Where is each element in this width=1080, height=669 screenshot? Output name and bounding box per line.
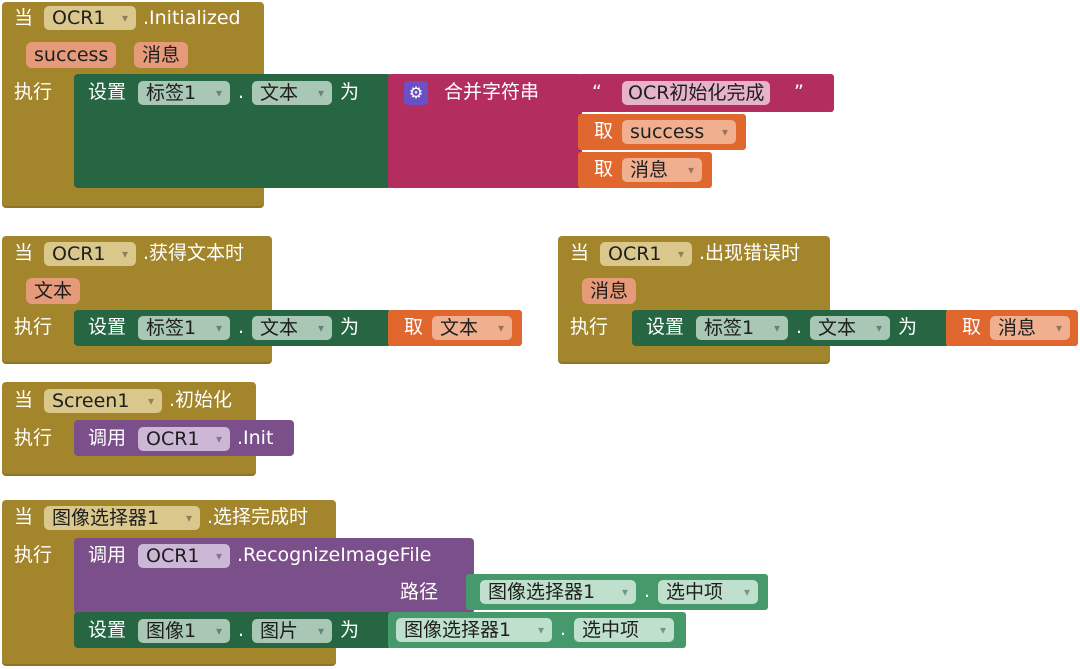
gear-icon[interactable]: ⚙ bbox=[404, 81, 428, 105]
param-success[interactable]: success bbox=[26, 42, 117, 68]
do-label: 执行 bbox=[570, 316, 609, 338]
variable-dropdown[interactable]: 消息 bbox=[990, 316, 1070, 340]
do-label: 执行 bbox=[14, 316, 53, 338]
open-quote: “ bbox=[592, 81, 602, 103]
param-text[interactable]: 文本 bbox=[26, 278, 81, 304]
property-dropdown[interactable]: 文本 bbox=[810, 316, 890, 340]
property-dropdown[interactable]: 选中项 bbox=[658, 580, 758, 604]
do-label: 执行 bbox=[14, 544, 53, 566]
to-label: 为 bbox=[340, 619, 360, 641]
param-message[interactable]: 消息 bbox=[134, 42, 189, 68]
component-dropdown[interactable]: 标签1 bbox=[138, 316, 230, 340]
do-label: 执行 bbox=[14, 81, 53, 103]
set-label: 设置 bbox=[88, 619, 127, 641]
dot-separator: . bbox=[238, 81, 245, 103]
component-dropdown[interactable]: 图像选择器1 bbox=[44, 506, 200, 530]
to-label: 为 bbox=[898, 316, 918, 338]
component-dropdown[interactable]: OCR1 bbox=[138, 544, 230, 568]
dot-separator: . bbox=[238, 619, 245, 641]
method-name: .RecognizeImageFile bbox=[237, 544, 432, 566]
call-label: 调用 bbox=[88, 544, 127, 566]
event-name: .Initialized bbox=[143, 7, 241, 29]
property-dropdown[interactable]: 选中项 bbox=[574, 618, 674, 642]
get-label: 取 bbox=[594, 120, 614, 142]
variable-dropdown[interactable]: 消息 bbox=[622, 158, 702, 182]
param-message[interactable]: 消息 bbox=[582, 278, 637, 304]
event-name: .获得文本时 bbox=[143, 242, 245, 264]
to-label: 为 bbox=[340, 81, 360, 103]
component-dropdown[interactable]: OCR1 bbox=[600, 242, 692, 266]
event-name: .初始化 bbox=[169, 389, 233, 411]
component-dropdown[interactable]: 图像选择器1 bbox=[396, 618, 552, 642]
set-label: 设置 bbox=[646, 316, 685, 338]
variable-dropdown[interactable]: success bbox=[622, 120, 736, 144]
component-dropdown[interactable]: OCR1 bbox=[44, 6, 136, 30]
when-label: 当 bbox=[14, 389, 34, 411]
set-block-label-text[interactable] bbox=[74, 74, 392, 188]
when-label: 当 bbox=[14, 242, 34, 264]
component-dropdown[interactable]: OCR1 bbox=[44, 242, 136, 266]
property-dropdown[interactable]: 文本 bbox=[252, 316, 332, 340]
event-name: .选择完成时 bbox=[207, 506, 309, 528]
component-dropdown[interactable]: OCR1 bbox=[138, 427, 230, 451]
component-dropdown[interactable]: 图像选择器1 bbox=[480, 580, 636, 604]
get-label: 取 bbox=[962, 316, 982, 338]
set-block-label-text[interactable] bbox=[74, 310, 392, 346]
property-dropdown[interactable]: 图片 bbox=[252, 619, 332, 643]
string-value-field[interactable]: OCR初始化完成 bbox=[622, 81, 771, 105]
set-label: 设置 bbox=[88, 81, 127, 103]
when-label: 当 bbox=[570, 242, 590, 264]
do-label: 执行 bbox=[14, 427, 53, 449]
dot-separator: . bbox=[560, 618, 567, 640]
dot-separator: . bbox=[238, 316, 245, 338]
call-label: 调用 bbox=[88, 427, 127, 449]
component-dropdown[interactable]: 标签1 bbox=[138, 81, 230, 105]
join-label: 合并字符串 bbox=[444, 81, 540, 103]
component-dropdown[interactable]: 标签1 bbox=[696, 316, 788, 340]
set-label: 设置 bbox=[88, 316, 127, 338]
get-label: 取 bbox=[404, 316, 424, 338]
dot-separator: . bbox=[796, 316, 803, 338]
when-label: 当 bbox=[14, 7, 34, 29]
dot-separator: . bbox=[644, 580, 651, 602]
event-name: .出现错误时 bbox=[699, 242, 801, 264]
set-block-label-text[interactable] bbox=[632, 310, 950, 346]
variable-dropdown[interactable]: 文本 bbox=[432, 316, 512, 340]
get-label: 取 bbox=[594, 158, 614, 180]
when-label: 当 bbox=[14, 506, 34, 528]
to-label: 为 bbox=[340, 316, 360, 338]
property-dropdown[interactable]: 文本 bbox=[252, 81, 332, 105]
close-quote: ” bbox=[794, 81, 804, 103]
path-label: 路径 bbox=[400, 581, 439, 603]
component-dropdown[interactable]: 图像1 bbox=[138, 619, 230, 643]
method-name: .Init bbox=[237, 427, 274, 449]
set-block-image-picture[interactable] bbox=[74, 612, 392, 648]
component-dropdown[interactable]: Screen1 bbox=[44, 389, 162, 413]
